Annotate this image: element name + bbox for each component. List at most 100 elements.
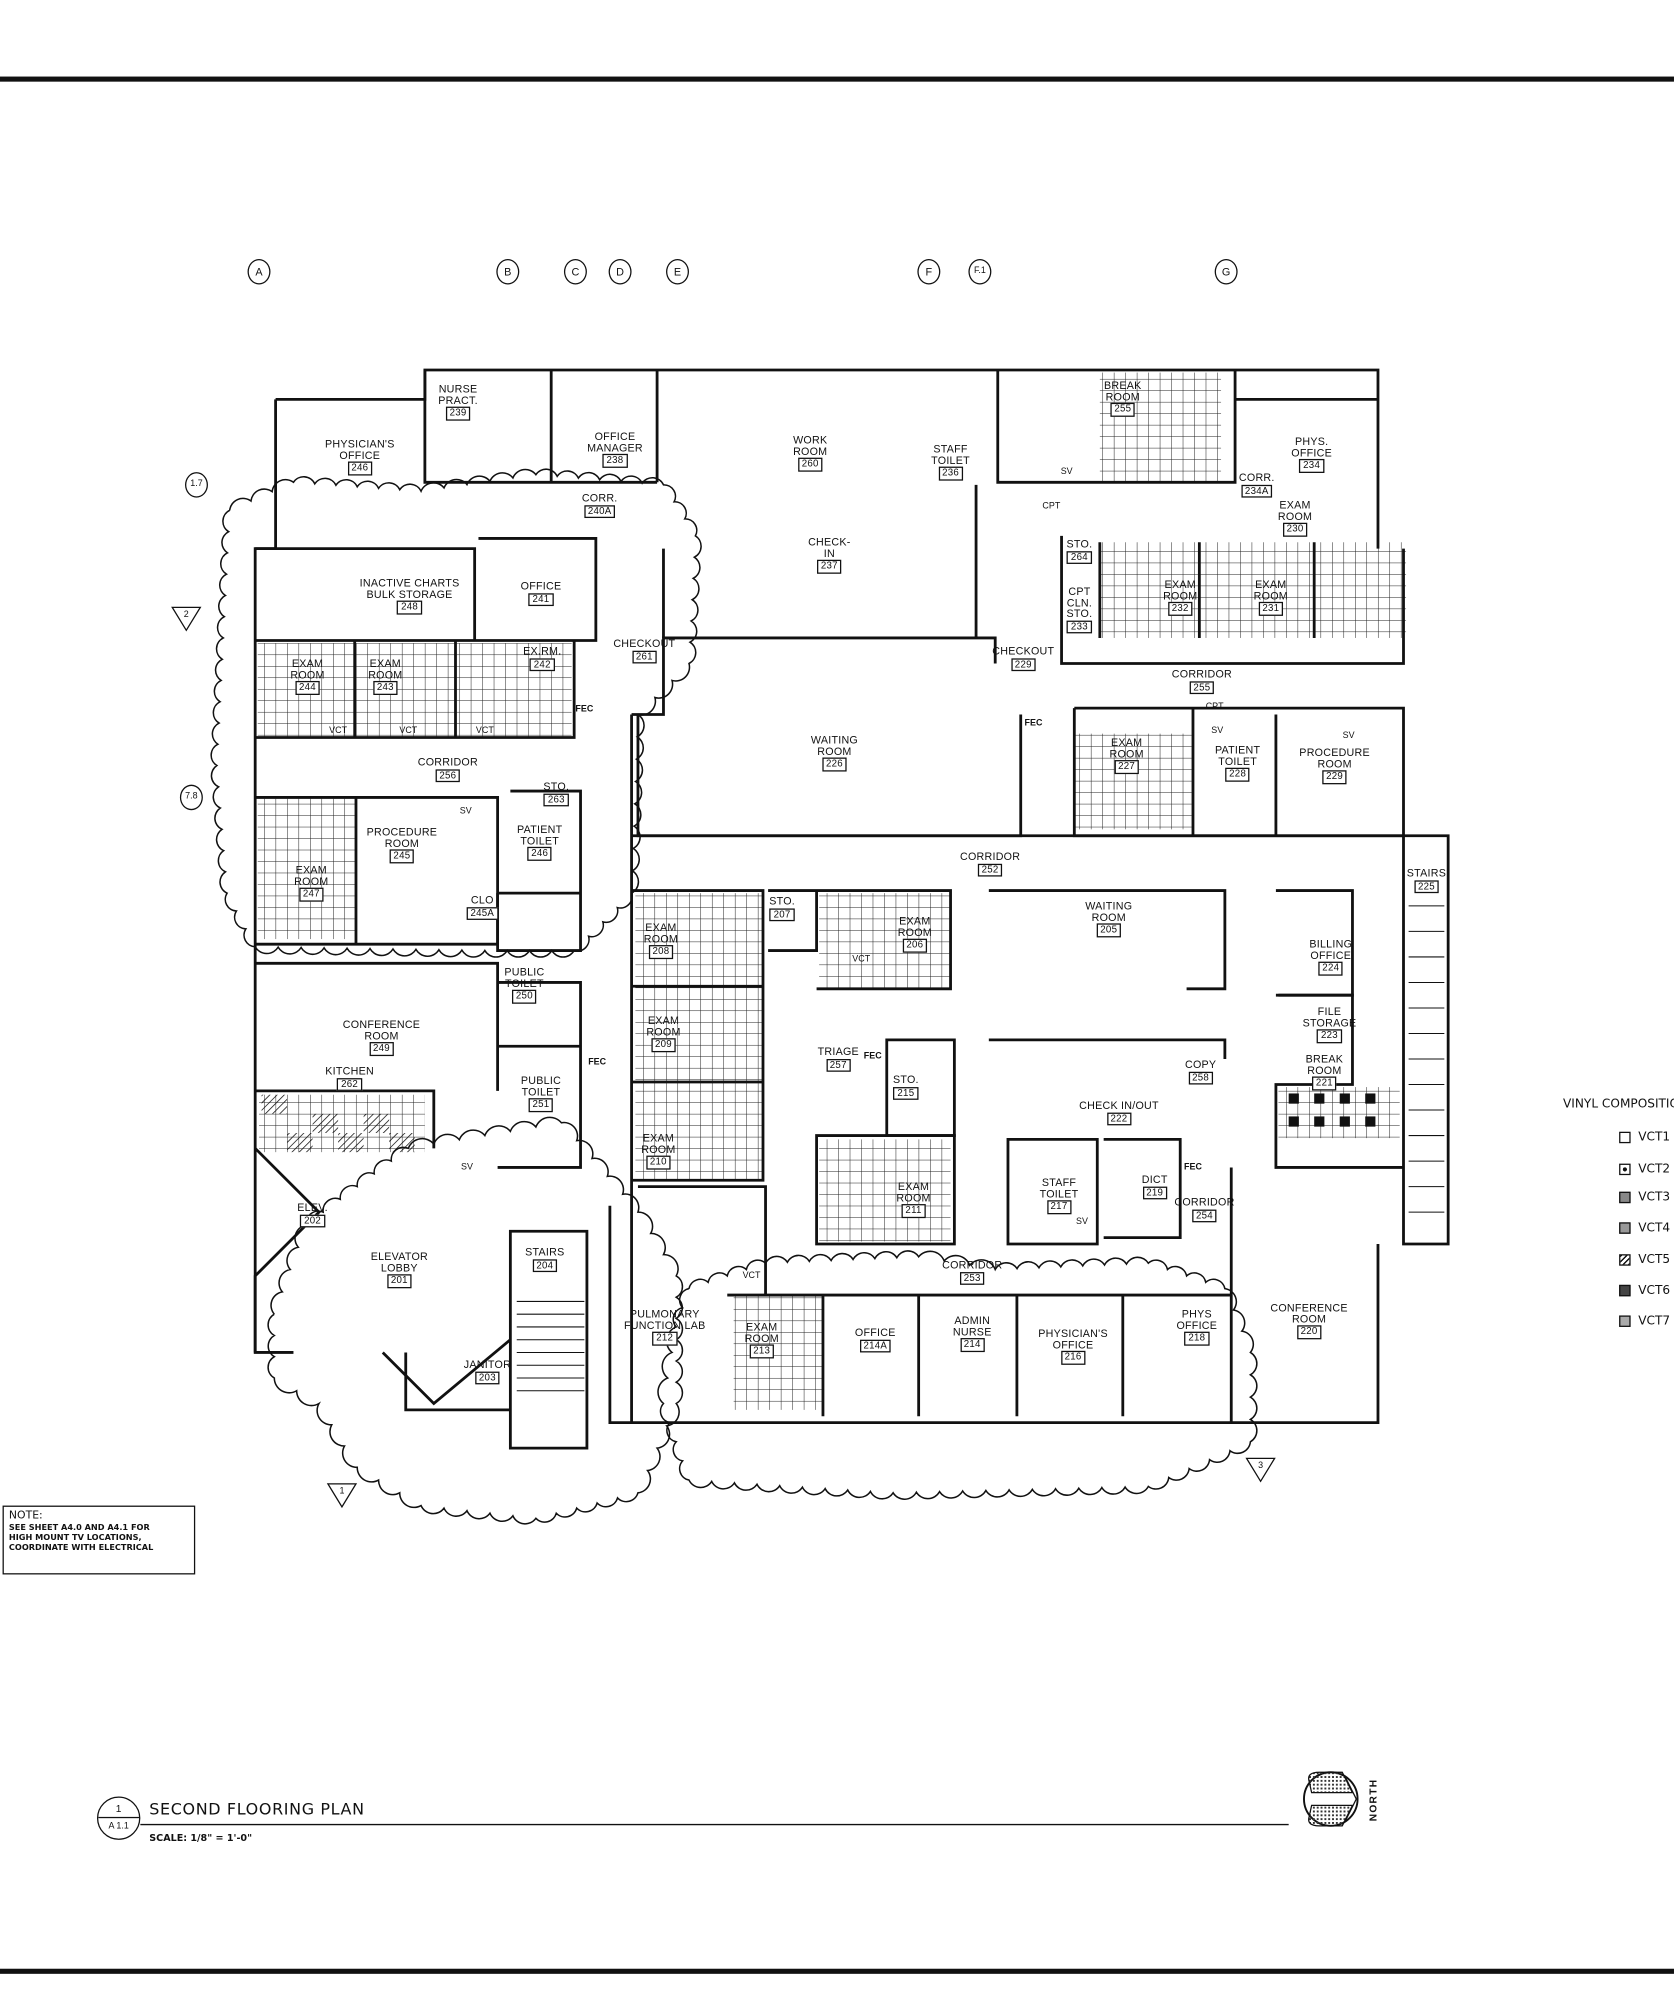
sv-label: SV — [1211, 726, 1224, 736]
revision-tag: 3 — [1258, 1461, 1264, 1471]
room-label: Physician's Office216 — [1038, 1327, 1108, 1365]
room-label: Corridor252 — [960, 851, 1020, 877]
room-name: Corridor — [942, 1258, 1003, 1271]
sv-label: SV — [459, 807, 472, 816]
room-number: 262 — [337, 1077, 362, 1091]
room-label: Check- In237 — [808, 536, 851, 574]
room-number: 249 — [369, 1042, 394, 1056]
room-label: Procedure Room229 — [1299, 747, 1370, 784]
room-name: Sto. — [543, 779, 570, 793]
room-label: Checkout229 — [992, 645, 1054, 672]
room-name: Exam Room — [643, 920, 679, 945]
room-number: 217 — [1046, 1200, 1072, 1214]
room-number: 245A — [466, 906, 498, 920]
room-number: 234 — [1299, 459, 1324, 473]
room-name: Elev. — [297, 1200, 328, 1214]
legend-label: VCT2 — [1638, 1162, 1671, 1177]
legend-item: VCT5 — [1619, 1253, 1670, 1267]
room-number: 204 — [532, 1258, 558, 1273]
room-label: Exam Room230 — [1278, 499, 1312, 537]
room-label: Staff Toilet236 — [931, 442, 970, 481]
room-name: Phys Office — [1176, 1307, 1218, 1332]
room-number: 222 — [1106, 1112, 1132, 1126]
room-number: 225 — [1414, 879, 1439, 894]
room-name: Exam Room — [1163, 577, 1198, 602]
swatch-icon — [1619, 1254, 1631, 1266]
room-name: CPT Cln. Sto. — [1066, 584, 1093, 620]
note-body: SEE SHEET A4.0 AND A4.1 FOR HIGH MOUNT T… — [8, 1522, 154, 1553]
room-name: Exam Room — [897, 914, 932, 939]
room-number: 260 — [797, 457, 823, 472]
room-label: Exam Room206 — [897, 914, 932, 953]
note-heading: NOTE: — [8, 1509, 43, 1523]
room-label: Phys. Office234 — [1291, 436, 1332, 473]
room-label: Staff Toilet217 — [1040, 1177, 1079, 1214]
swatch-icon — [1619, 1284, 1631, 1297]
sheet-border-bottom — [0, 1968, 1674, 1974]
room-number: 229 — [1322, 770, 1347, 784]
room-number: 228 — [1225, 767, 1250, 782]
room-number: 211 — [901, 1204, 926, 1218]
room-number: 207 — [769, 907, 795, 922]
legend-label: VCT7 — [1638, 1314, 1671, 1329]
room-number: 256 — [435, 768, 461, 783]
legend-label: VCT4 — [1638, 1221, 1671, 1236]
room-label: Corridor253 — [942, 1259, 1002, 1285]
walls — [253, 368, 1450, 1450]
room-name: Conference Room — [342, 1017, 421, 1042]
room-label: Exam Room211 — [896, 1181, 930, 1218]
room-number: 227 — [1114, 760, 1139, 774]
grid-bubble-e: E — [666, 259, 689, 285]
room-name: Corridor — [959, 849, 1021, 863]
room-number: 220 — [1296, 1325, 1322, 1339]
room-number: 238 — [602, 454, 628, 468]
room-number: 210 — [646, 1155, 671, 1170]
room-name: Patient Toilet — [1214, 743, 1261, 768]
room-number: 255 — [1189, 680, 1215, 695]
room-number: 264 — [1067, 550, 1092, 564]
room-number: 203 — [475, 1371, 500, 1385]
room-label: Work Room260 — [793, 434, 827, 472]
room-number: 214A — [859, 1339, 891, 1353]
room-label: Sto.264 — [1067, 538, 1093, 564]
room-number: 212 — [652, 1331, 678, 1346]
room-name: Exam Room — [646, 1013, 681, 1038]
legend-item: VCT4 — [1619, 1221, 1670, 1235]
grid-bubble-d: D — [608, 259, 632, 285]
fire-extinguisher-label: FEC — [588, 1058, 607, 1068]
room-name: Conference Room — [1270, 1301, 1348, 1325]
room-number: 215 — [893, 1086, 919, 1100]
revision-triangles — [171, 606, 1276, 1509]
north-label: NORTH — [1367, 1778, 1380, 1822]
room-name: Check In/Out — [1079, 1098, 1159, 1112]
revision-tag: 2 — [183, 610, 189, 620]
room-label: Janitor203 — [464, 1359, 511, 1385]
room-label: Public Toilet250 — [504, 966, 544, 1004]
room-number: 232 — [1167, 602, 1193, 616]
room-label: Patient Toilet228 — [1214, 743, 1261, 782]
room-number: 209 — [651, 1038, 676, 1052]
legend-title: VINYL COMPOSITION — [1562, 1097, 1674, 1112]
room-number: 208 — [648, 945, 674, 959]
room-label: Physician's Office246 — [325, 437, 395, 476]
room-name: Inactive Charts Bulk Storage — [359, 576, 460, 601]
room-name: Break Room — [1305, 1052, 1344, 1076]
room-name: Procedure Room — [366, 825, 438, 849]
room-name: Break Room — [1104, 378, 1142, 403]
room-name: Corridor — [1171, 667, 1233, 681]
legend-item: VCT2 — [1619, 1162, 1670, 1176]
room-label: Break Room255 — [1104, 378, 1142, 417]
room-name: Corridor — [417, 755, 478, 769]
legend-item: VCT6 — [1619, 1284, 1670, 1298]
room-label: Dict219 — [1142, 1174, 1168, 1200]
grid-bubble-c: C — [563, 259, 587, 285]
room-name: Staff Toilet — [931, 442, 970, 467]
room-label: Check In/Out222 — [1079, 1100, 1159, 1126]
room-number: 221 — [1312, 1076, 1337, 1091]
drawing-scale: SCALE: 1/8" = 1'-0" — [149, 1832, 253, 1844]
fire-extinguisher-label: FEC — [863, 1051, 882, 1061]
room-name: Janitor — [463, 1357, 512, 1371]
drawing-title: SECOND FLOORING PLAN — [149, 1799, 365, 1819]
room-name: Physician's Office — [325, 437, 395, 461]
